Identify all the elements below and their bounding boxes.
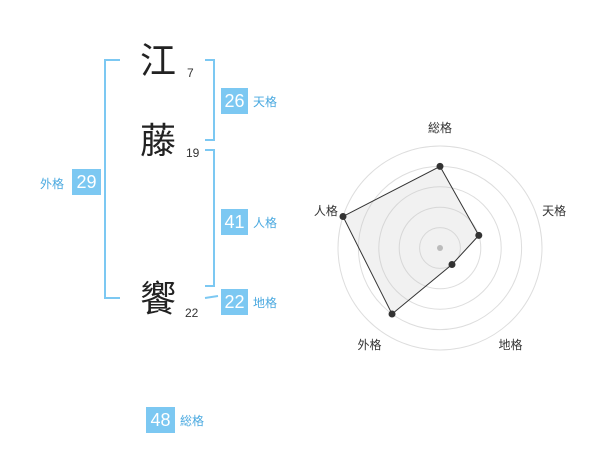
- name-char-3: 饗: [140, 279, 177, 320]
- radar-series-area: [342, 165, 480, 315]
- radar-grid-ring: [419, 227, 461, 269]
- stroke-count-1: 7: [187, 66, 194, 80]
- radar-grid-ring: [378, 186, 502, 310]
- radar-point-1: [436, 162, 444, 170]
- gaikaku-value: 29: [72, 169, 101, 195]
- stroke-count-3: 22: [185, 306, 199, 320]
- radar-point-3: [448, 261, 456, 269]
- jinkaku-value: 41: [221, 209, 248, 235]
- tenkaku-label: 天格: [253, 95, 278, 109]
- radar-axis-label-1: 総格: [428, 120, 452, 135]
- radar-grid-ring: [398, 206, 482, 290]
- radar-point-5: [339, 212, 347, 220]
- soukaku-value: 48: [146, 407, 175, 433]
- name-char-2: 藤: [140, 121, 177, 162]
- outer-bracket: [104, 59, 120, 299]
- tenkaku-value: 26: [221, 88, 248, 114]
- radar-axis-label-3: 地格: [499, 337, 523, 352]
- radar-point-2: [475, 231, 483, 239]
- radar-grid-ring: [337, 145, 543, 351]
- chikaku-value: 22: [221, 289, 248, 315]
- radar-axis-label-4: 外格: [357, 337, 381, 352]
- chikaku-connector: [204, 295, 219, 299]
- radar-axis-label-5: 人格: [314, 203, 338, 218]
- name-char-1: 江: [140, 41, 177, 82]
- jinkaku-label: 人格: [253, 216, 278, 230]
- tenkaku-bracket: [205, 59, 215, 141]
- radar-axis-label-2: 天格: [542, 203, 566, 218]
- soukaku-label: 総格: [180, 414, 205, 428]
- jinkaku-bracket: [205, 149, 215, 287]
- radar-points: [339, 162, 483, 318]
- gaikaku-label: 外格: [40, 177, 65, 191]
- stroke-count-2: 19: [186, 146, 200, 160]
- chikaku-label: 地格: [253, 296, 278, 310]
- radar-point-4: [388, 310, 396, 318]
- radar-center-dot: [437, 245, 443, 251]
